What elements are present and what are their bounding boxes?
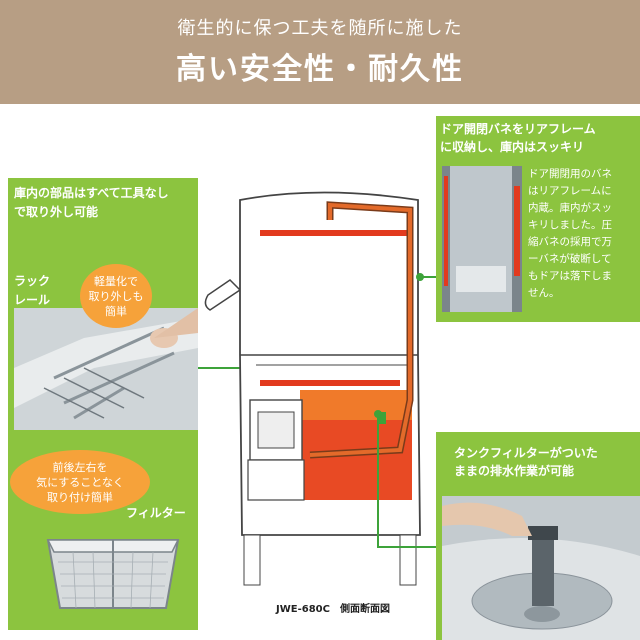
rack-rail-illustration [14, 308, 198, 430]
desc-line-2: はリアフレームに [528, 185, 612, 197]
tank-drain-illustration [442, 496, 640, 640]
header-banner: 衛生的に保つ工夫を随所に施した 高い安全性・耐久性 [0, 0, 640, 104]
cross-section-diagram [204, 191, 421, 586]
bubble2-line2: 気にすることなく [36, 475, 124, 489]
door-spring-panel: ドア開閉バネをリアフレーム に収納し、庫内はスッキリ ドア開閉用のバネ はリアフ… [436, 116, 640, 322]
door-spring-title-line1: ドア開閉バネをリアフレーム [440, 122, 596, 136]
desc-line-3: 内蔵。庫内がスッ [528, 202, 612, 214]
tank-drain-photo [442, 496, 640, 640]
rear-frame-illustration [442, 166, 522, 312]
connector-dot-tank [374, 410, 382, 418]
filter-basket-illustration [46, 539, 180, 609]
left-feature-panel: 庫内の部品はすべて工具なし で取り外し可能 ラック レール 軽量化で 取り外しも [8, 178, 198, 630]
bubble1-line3: 簡単 [105, 304, 127, 318]
bubble2-line1: 前後左右を [52, 460, 108, 474]
connector-line-rack [198, 367, 260, 369]
rear-frame-photo [442, 166, 522, 312]
tank-filter-panel: タンクフィルターがついた ままの排水作業が可能 [436, 432, 640, 640]
bubble1-line1: 軽量化で [94, 274, 138, 288]
rack-rail-label-line2: レール [14, 293, 51, 307]
desc-line-6: ーバネが破断して [528, 253, 612, 265]
desc-line-8: せん。 [528, 287, 560, 299]
bubble1-line2: 取り外しも [88, 289, 144, 303]
left-panel-title-line2: で取り外し可能 [14, 205, 99, 219]
tank-filter-title-line1: タンクフィルターがついた [454, 446, 598, 460]
connector-dot-spring [416, 273, 424, 281]
desc-line-1: ドア開閉用のバネ [528, 168, 612, 180]
lightweight-bubble: 軽量化で 取り外しも 簡単 [80, 264, 152, 328]
banner-title: 高い安全性・耐久性 [176, 52, 464, 87]
door-spring-description: ドア開閉用のバネ はリアフレームに 内蔵。庫内がスッ キリしました。圧 縮バネの… [528, 166, 638, 302]
left-panel-title-line1: 庫内の部品はすべて工具なし [14, 186, 169, 200]
tank-filter-title-line2: ままの排水作業が可能 [454, 464, 575, 478]
desc-line-7: もドアは落下しま [528, 270, 612, 282]
rack-rail-label-line1: ラック [14, 274, 51, 288]
diagram-caption: JWE-680C 側面断面図 [276, 604, 390, 615]
rack-rail-photo [14, 308, 198, 430]
connector-line-tank-vertical [377, 416, 379, 548]
desc-line-5: 縮バネの採用で万 [528, 236, 612, 248]
easy-install-bubble: 前後左右を 気にすることなく 取り付け簡単 [10, 450, 150, 514]
filter-label: フィルター [126, 506, 186, 520]
bubble2-line3: 取り付け簡単 [47, 490, 113, 504]
banner-subtitle: 衛生的に保つ工夫を随所に施した [177, 18, 463, 39]
connector-line-tank-horizontal [377, 546, 436, 548]
desc-line-4: キリしました。圧 [528, 219, 612, 231]
door-spring-title-line2: に収納し、庫内はスッキリ [440, 140, 585, 154]
connector-line-spring [420, 276, 436, 278]
